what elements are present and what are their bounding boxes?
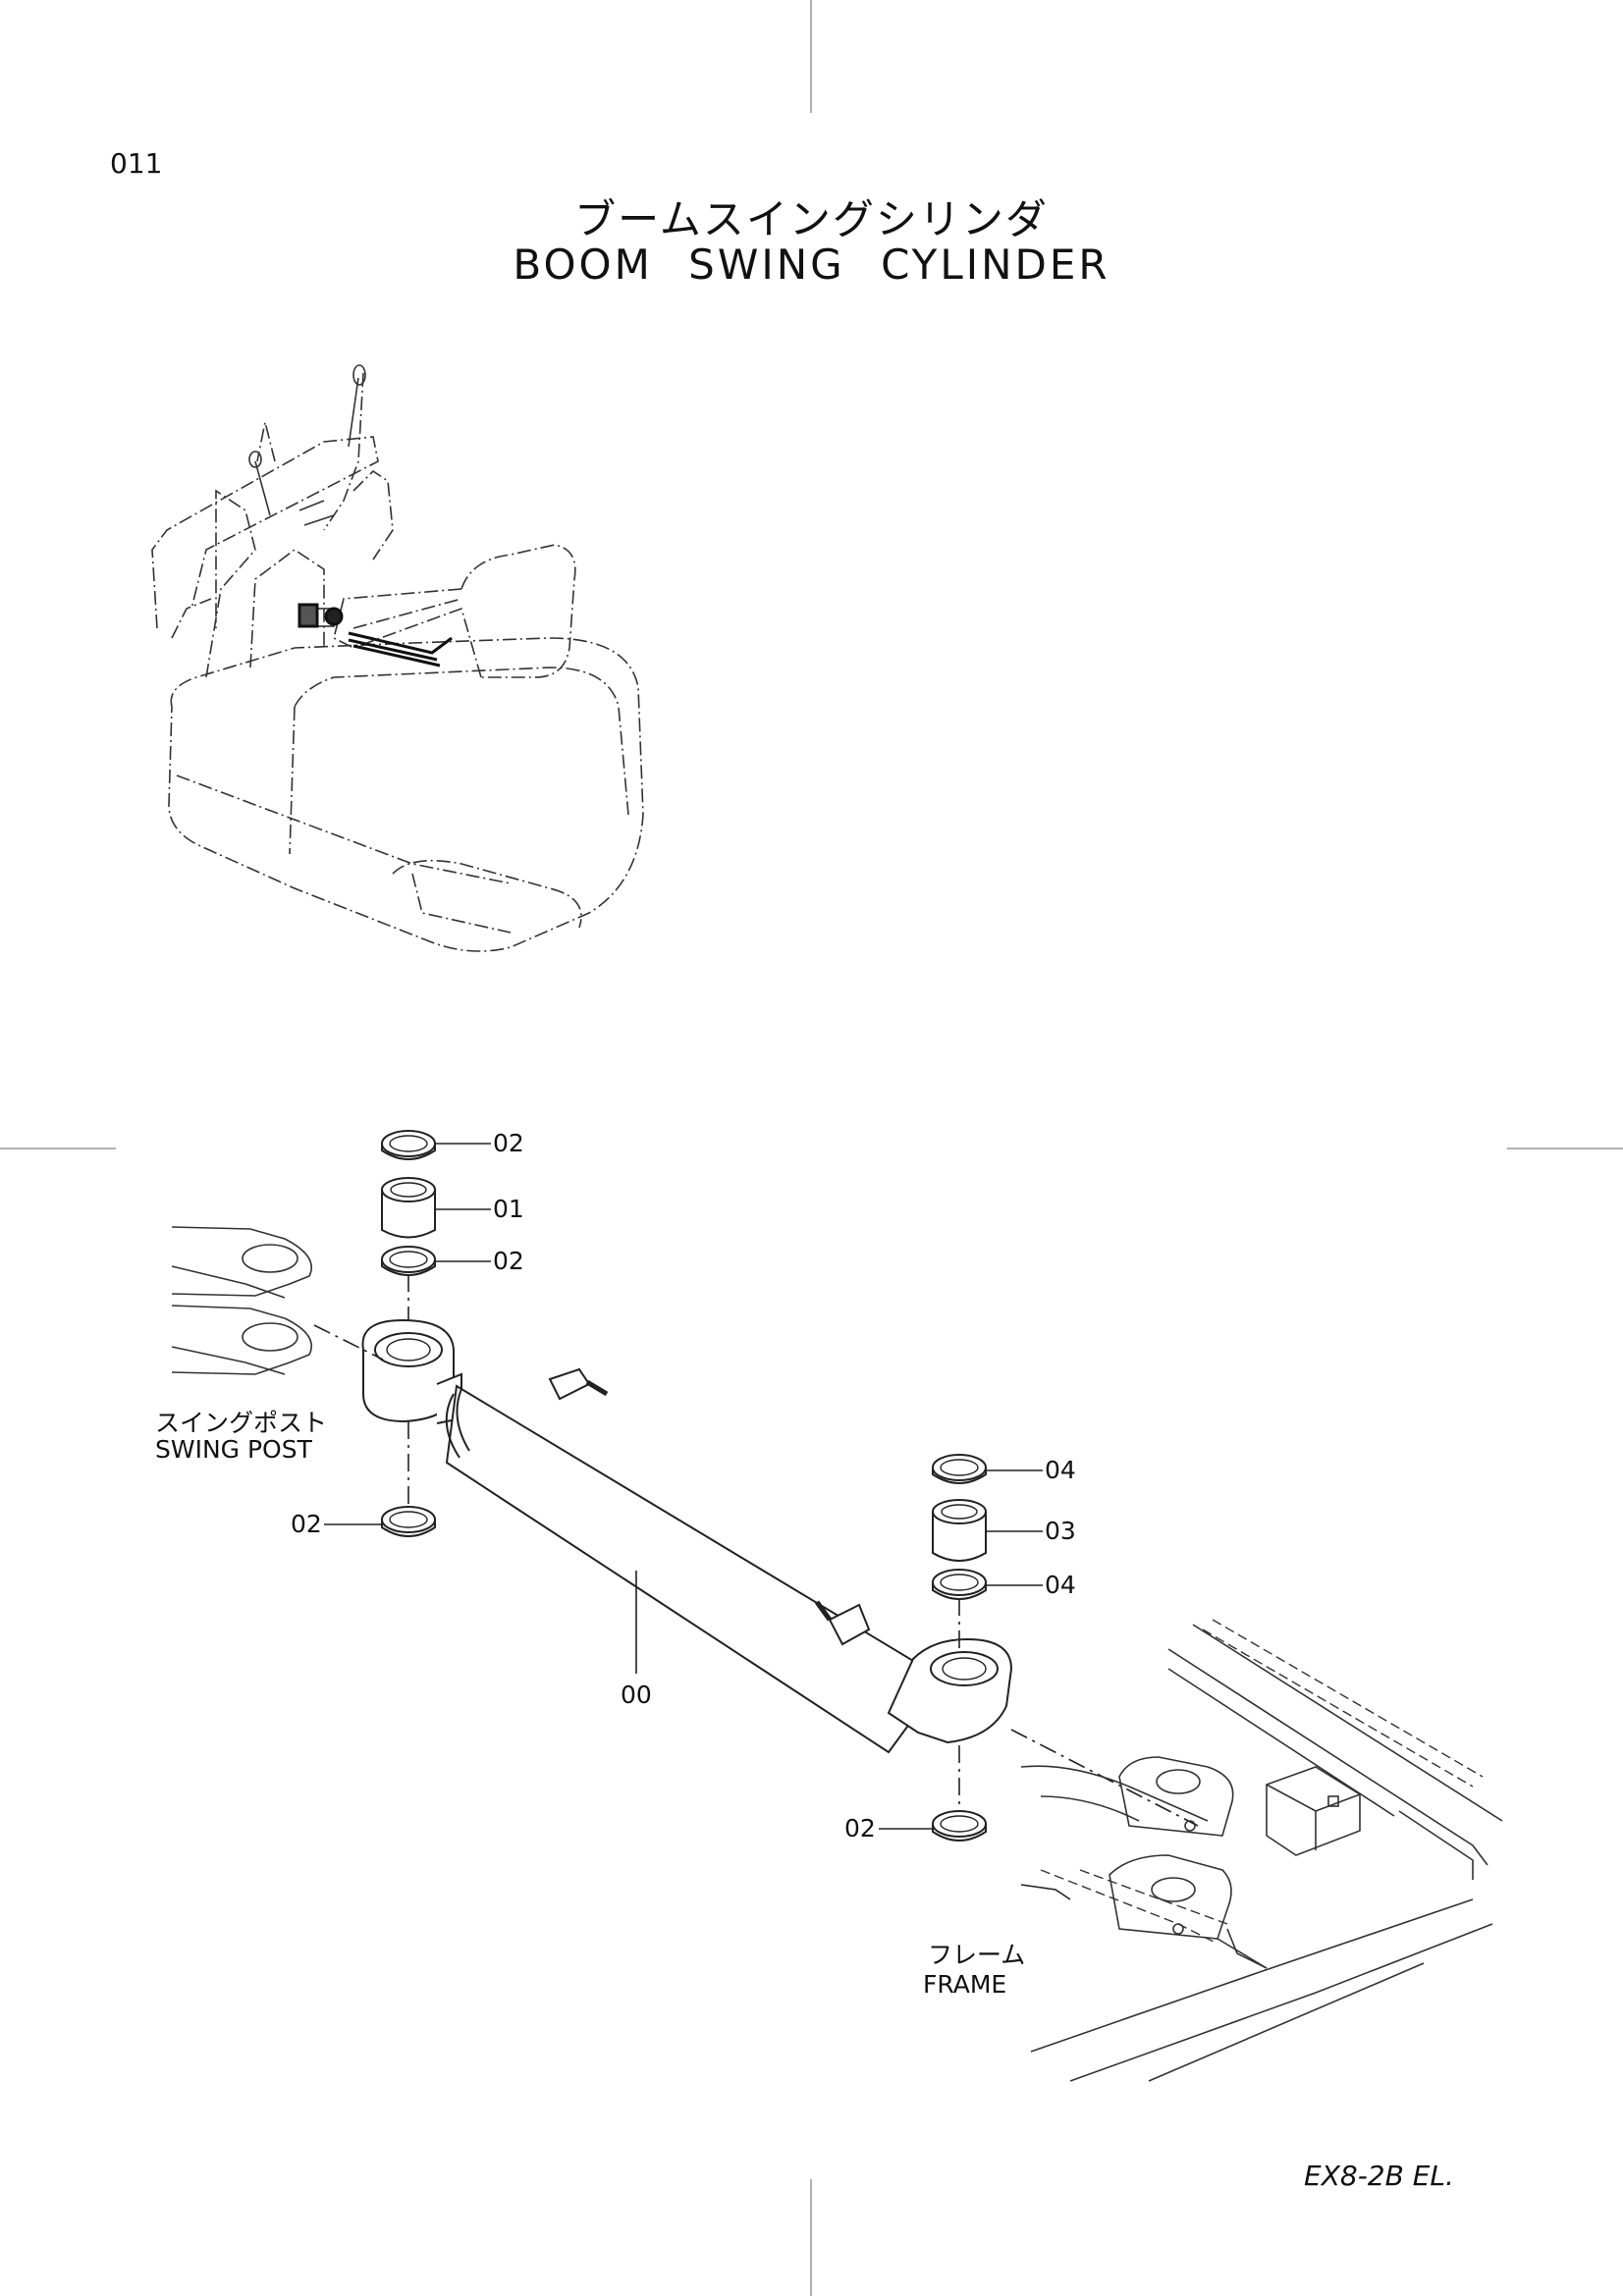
machine-overview-illustration xyxy=(151,372,644,952)
callout-02-left: 02 xyxy=(291,1510,322,1538)
model-code: EX8-2B EL. xyxy=(1304,2160,1454,2192)
callout-03: 03 xyxy=(1045,1517,1076,1545)
frame-label-jp: フレーム xyxy=(928,1941,1026,1969)
callout-02-bottom: 02 xyxy=(844,1814,876,1842)
seal-04-bottom xyxy=(932,1569,987,1600)
hydraulic-hoses-overview xyxy=(298,603,453,667)
bushing-03 xyxy=(932,1499,987,1562)
callout-02-top: 02 xyxy=(493,1129,524,1157)
callout-01: 01 xyxy=(493,1195,524,1223)
bushing-01 xyxy=(381,1177,436,1239)
frame-structure xyxy=(1020,1624,1503,2082)
callout-00: 00 xyxy=(621,1681,652,1709)
callout-04-bottom: 04 xyxy=(1045,1571,1076,1599)
callout-04-top: 04 xyxy=(1045,1456,1076,1484)
frame-dashed-edges xyxy=(1040,1619,1484,1945)
leader-lines xyxy=(324,1143,1071,1900)
swing-post-label-jp: スイングポスト xyxy=(155,1409,328,1437)
boom-swing-cylinder xyxy=(361,1318,1013,1754)
control-levers-overview xyxy=(248,364,366,526)
swing-post-bracket xyxy=(171,1226,312,1375)
seal-04-top xyxy=(932,1454,987,1484)
callout-02-mid: 02 xyxy=(493,1247,524,1275)
page-title-english: BOOM SWING CYLINDER xyxy=(513,240,1110,289)
swing-post-label-en: SWING POST xyxy=(155,1435,312,1464)
page-title-japanese: ブームスイングシリンダ xyxy=(574,195,1049,243)
seal-02-top xyxy=(381,1130,436,1160)
seal-02-left xyxy=(381,1506,436,1537)
seal-02-bottom xyxy=(932,1810,987,1842)
page-number: 011 xyxy=(110,147,163,180)
frame-label-en: FRAME xyxy=(923,1970,1007,1999)
seal-02-mid xyxy=(381,1246,436,1276)
